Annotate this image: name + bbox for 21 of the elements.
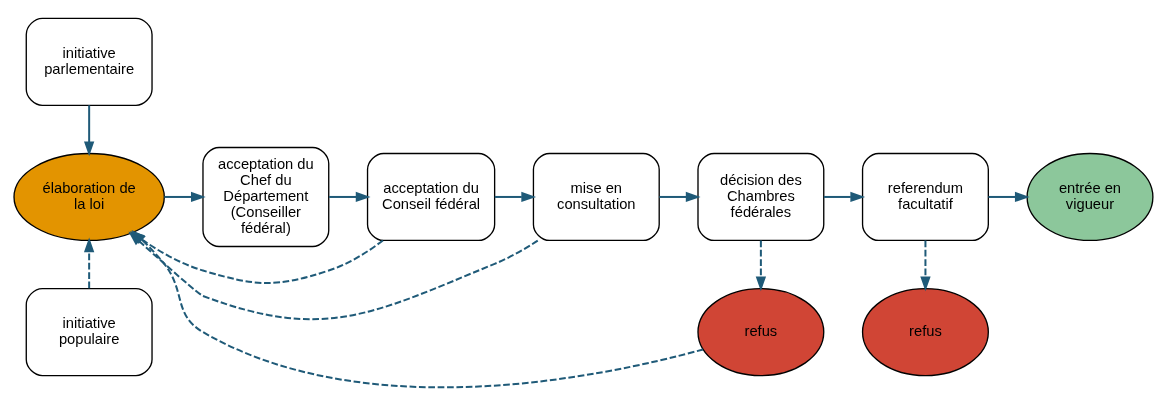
arrow bbox=[84, 104, 95, 156]
node-ellipse: refus bbox=[861, 287, 989, 376]
arrow bbox=[755, 239, 767, 291]
node-ellipse: élaboration de la loi bbox=[13, 152, 165, 241]
node-box: mise en consultation bbox=[532, 152, 660, 241]
node-box: initiative parlementaire bbox=[25, 17, 153, 106]
arrow bbox=[164, 191, 206, 202]
node-ellipse: entrée en vigueur bbox=[1026, 152, 1154, 241]
arrow bbox=[84, 236, 95, 288]
node-box: referendum facultatif bbox=[861, 152, 989, 241]
arrow bbox=[329, 191, 371, 202]
arrow bbox=[659, 191, 701, 202]
node-box: acceptation du Conseil fédéral bbox=[366, 152, 496, 241]
arrow bbox=[988, 191, 1030, 202]
node-ellipse: refus bbox=[697, 287, 825, 376]
arrow bbox=[823, 191, 866, 202]
arrow bbox=[494, 191, 537, 202]
node-box: décision des Chambres fédérales bbox=[697, 152, 825, 241]
node-box: acceptation du Chef du Département (Conseiller fédéral) bbox=[202, 146, 330, 247]
node-box: initiative populaire bbox=[25, 287, 153, 376]
arrow bbox=[920, 239, 931, 291]
